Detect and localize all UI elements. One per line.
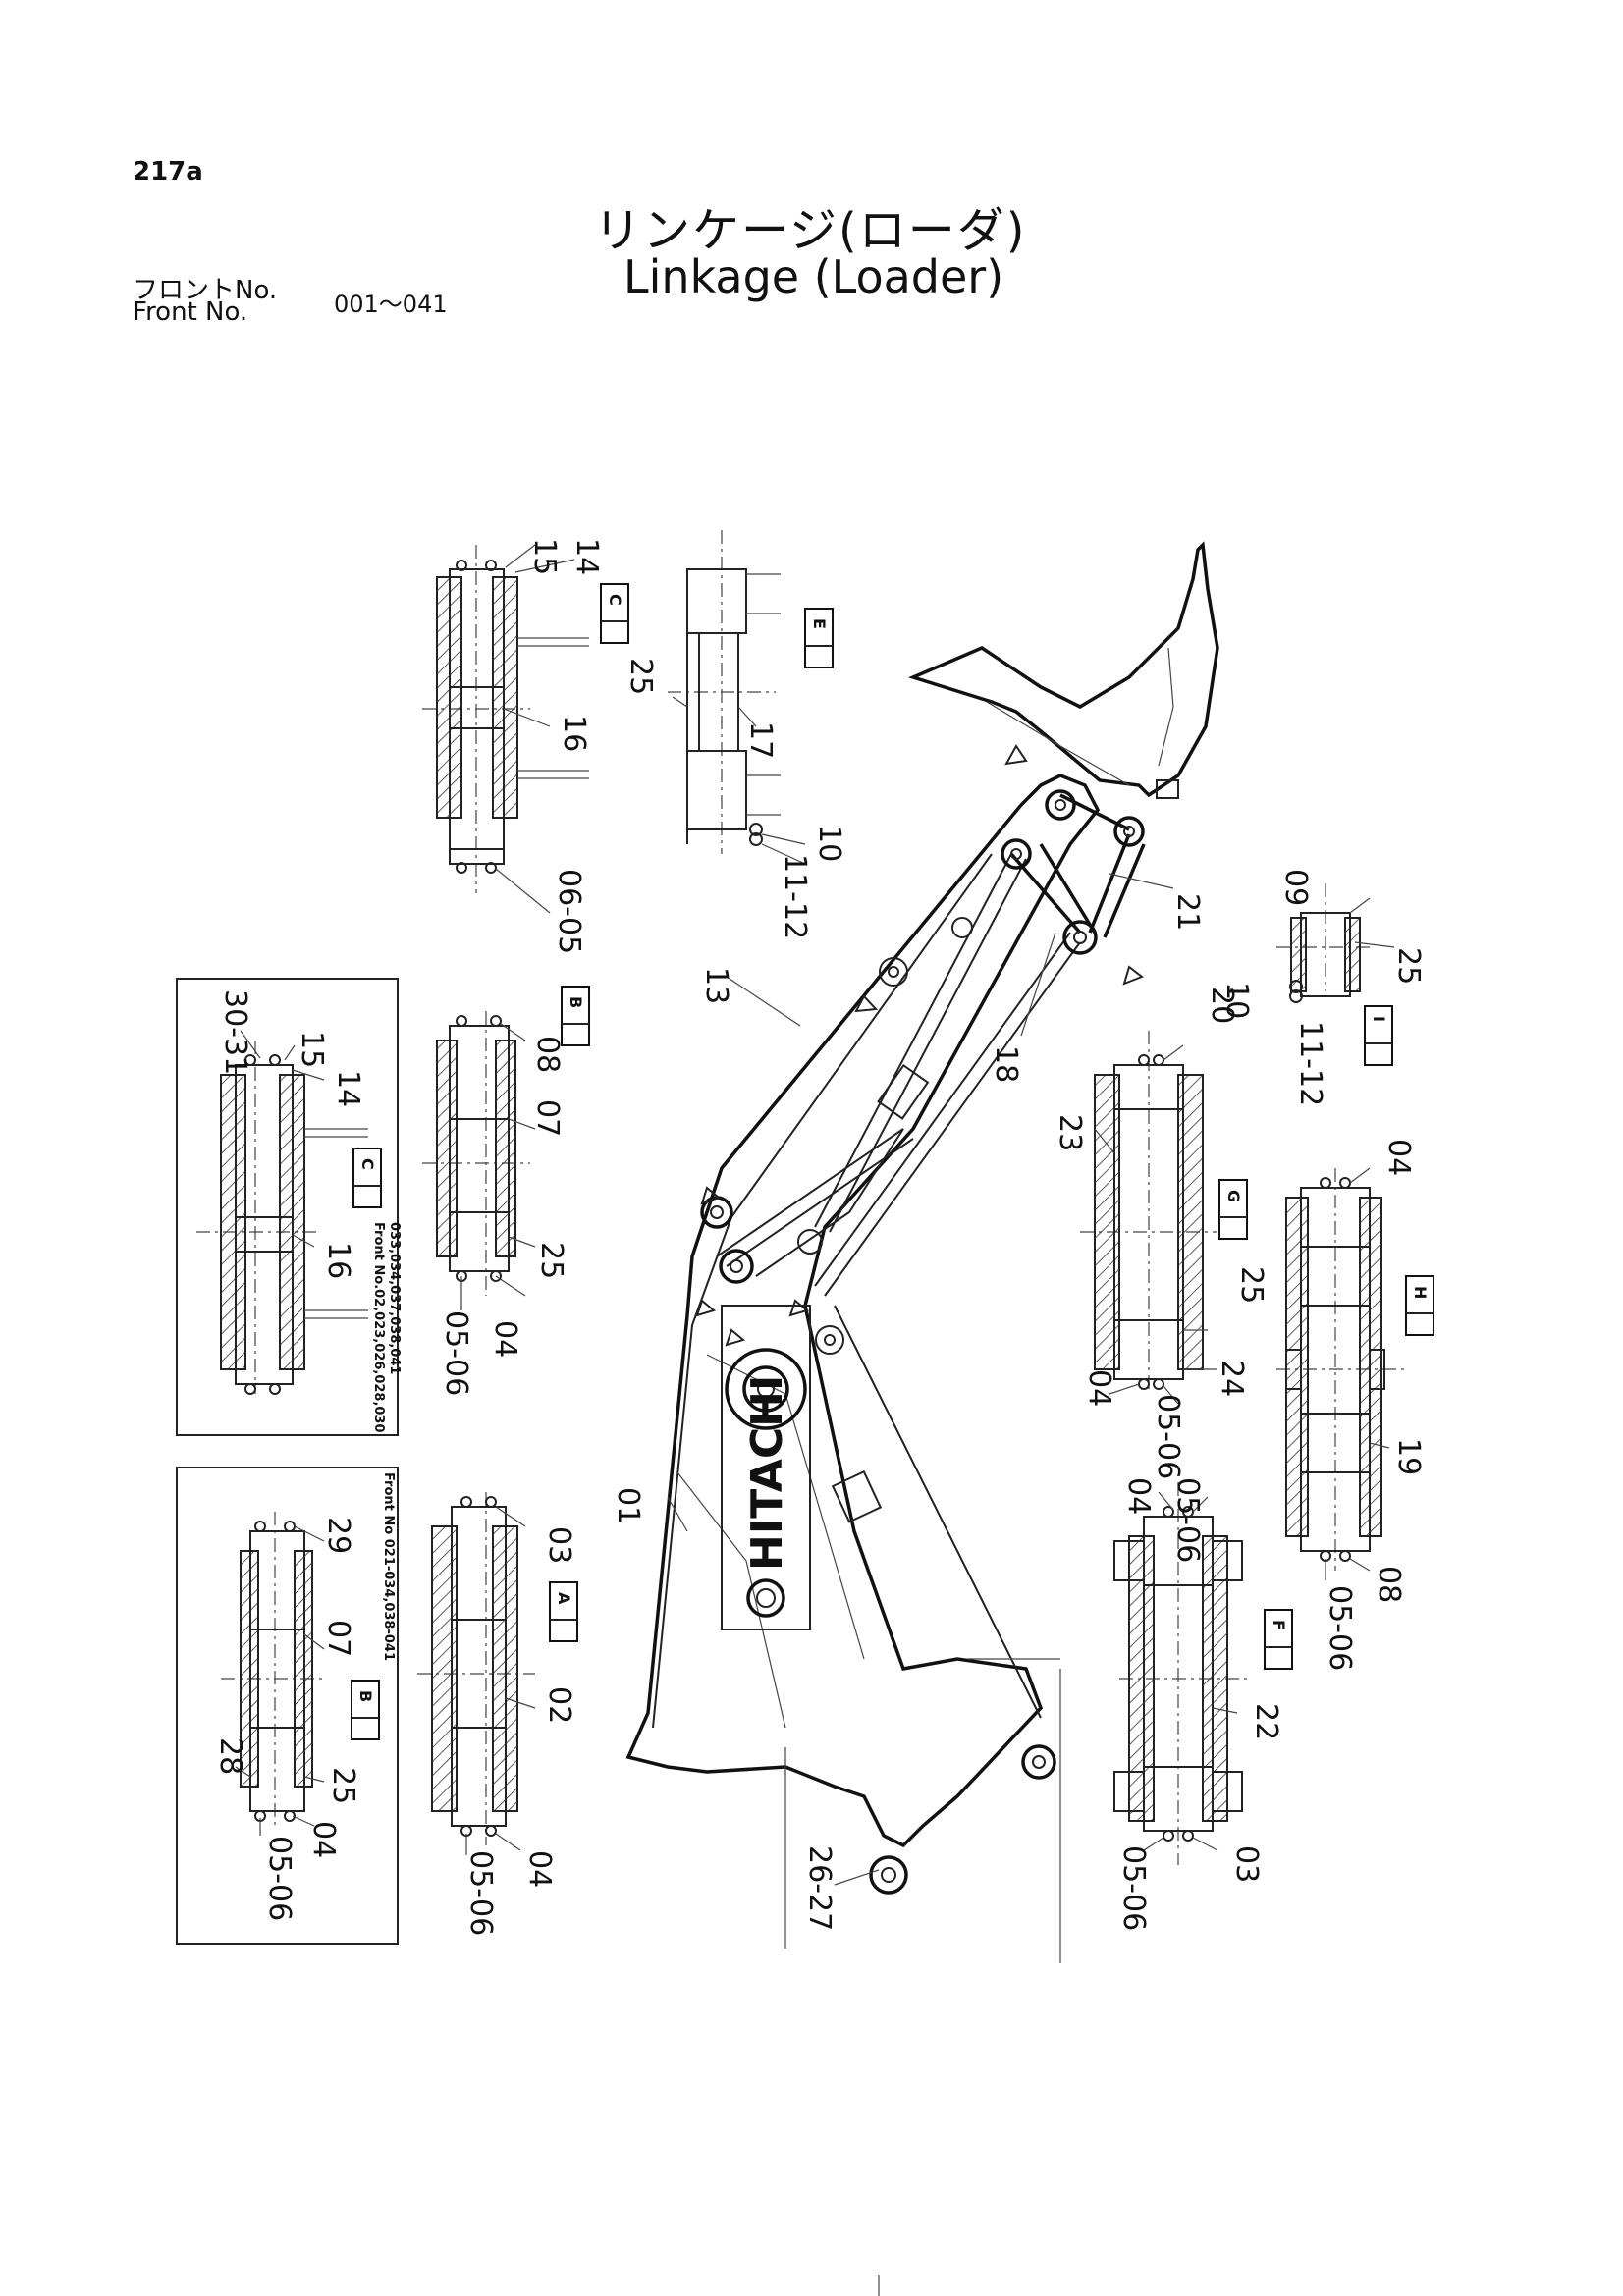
callout-ba-25: 25: [326, 1767, 360, 1804]
callout-17: 17: [743, 721, 778, 759]
callout-14: 14: [569, 538, 604, 575]
boom-brand-text: HITACHI: [742, 1375, 792, 1571]
callout-ca-14: 14: [331, 1070, 365, 1107]
section-e-tag: E: [810, 618, 829, 629]
callout-b-08: 08: [530, 1036, 565, 1073]
callout-e-11-12: 11-12: [778, 854, 812, 939]
callout-g-23: 23: [1053, 1114, 1087, 1151]
callout-i-11-12: 11-12: [1293, 1021, 1327, 1106]
callout-e-25: 25: [623, 658, 658, 695]
section-i-pin-detail: 09 25 10 11-12 I: [1219, 869, 1426, 1106]
callout-f-03: 03: [1229, 1845, 1264, 1883]
callout-ba-05-06: 05-06: [262, 1836, 297, 1921]
callout-15: 15: [527, 538, 562, 575]
callout-h-08: 08: [1372, 1566, 1406, 1603]
section-b-tag: B: [567, 996, 585, 1008]
callout-16: 16: [557, 715, 591, 752]
callout-21: 21: [1170, 893, 1205, 931]
callout-ca-15: 15: [295, 1031, 329, 1068]
section-f-pin-detail: 04 05-06 22 03 05-06 F: [1113, 1477, 1293, 1931]
section-f-tag: F: [1270, 1620, 1288, 1630]
callout-a-02: 02: [542, 1686, 576, 1724]
callout-01: 01: [611, 1487, 645, 1524]
callout-h-19: 19: [1391, 1438, 1426, 1475]
front-number-label-english: Front No.: [133, 297, 248, 327]
callout-a-04: 04: [522, 1850, 557, 1888]
boom-pins: [700, 789, 1145, 1895]
callout-b-04: 04: [488, 1320, 522, 1358]
callout-ca-16: 16: [321, 1242, 355, 1279]
callout-ca-30-31: 30-31: [218, 989, 252, 1075]
callout-g-04: 04: [1082, 1369, 1116, 1407]
section-b-pin-detail: 08 07 25 04 05-06 B: [422, 986, 590, 1396]
section-h-tag: H: [1411, 1286, 1430, 1299]
section-g-tag: G: [1224, 1190, 1243, 1202]
section-i-tag: I: [1370, 1016, 1388, 1022]
callout-g-20: 20: [1205, 987, 1239, 1024]
callout-g-25: 25: [1234, 1266, 1269, 1304]
callout-f-05-06: 05-06: [1170, 1477, 1205, 1563]
callout-i-09: 09: [1278, 869, 1313, 906]
boom-assembly: HITACHI: [625, 541, 1219, 1963]
callout-f-22: 22: [1249, 1703, 1283, 1740]
callout-i-25: 25: [1391, 947, 1426, 985]
section-h-pin-detail: 04 19 08 05-06 H: [1276, 1139, 1434, 1671]
section-a-tag: A: [555, 1592, 573, 1605]
callout-ba-04: 04: [306, 1821, 341, 1858]
callout-b-05-06: 05-06: [439, 1310, 473, 1396]
callout-f-05-06-lower: 05-06: [1116, 1845, 1151, 1931]
callout-h-04: 04: [1381, 1139, 1416, 1176]
callout-a-05-06: 05-06: [463, 1850, 498, 1936]
callout-i-10: 10: [1219, 982, 1254, 1019]
section-c-alt-box: 30-31 15 14 16 C Front No.02,023,026,028…: [176, 978, 402, 1436]
section-b-alt-note: Front No 021-034,038-041: [381, 1472, 396, 1661]
page-title-english: Linkage (Loader): [623, 250, 1004, 303]
callout-ba-28: 28: [213, 1737, 247, 1775]
front-number-label-japanese: フロントNo.: [133, 276, 278, 305]
callout-a-03: 03: [542, 1526, 576, 1564]
hitachi-logo-panel: HITACHI: [721, 1305, 811, 1630]
section-e-pin-detail: 25 17 10 11-12 E: [623, 530, 846, 939]
section-c-alt-tag: C: [358, 1158, 377, 1170]
section-b-alt-tag: B: [356, 1690, 375, 1702]
callout-18: 18: [989, 1045, 1023, 1083]
callout-06-05: 06-05: [552, 869, 586, 954]
front-number-range: 001～041: [334, 291, 448, 318]
callout-ba-29: 29: [321, 1517, 355, 1554]
callout-g-24: 24: [1215, 1360, 1249, 1397]
callout-b-07: 07: [530, 1099, 565, 1137]
page-number: 217a: [133, 157, 203, 187]
callout-f-04: 04: [1121, 1477, 1156, 1515]
page-title-japanese: リンケージ(ローダ): [594, 203, 1027, 258]
callout-13: 13: [699, 967, 733, 1004]
section-a-pin-detail: 03 02 04 05-06 A: [417, 1492, 578, 1936]
callout-b-25: 25: [534, 1242, 568, 1279]
section-c-tag: C: [606, 594, 624, 606]
callout-26-27: 26-27: [802, 1845, 837, 1931]
section-c-pin-detail: 15 14 16 06-05 C: [422, 538, 629, 954]
section-c-alt-note-2: 033,034,037,038,041: [387, 1222, 402, 1374]
callout-h-05-06: 05-06: [1323, 1585, 1357, 1671]
callout-ba-07: 07: [321, 1620, 355, 1657]
callout-g-05-06: 05-06: [1151, 1394, 1185, 1479]
callout-e-10: 10: [812, 825, 846, 862]
section-g-pin-detail: 20 23 25 24 04 05-06 G: [1053, 987, 1269, 1479]
section-b-alt-box: 29 07 28 25 04 05-06 B Front No 021-034,…: [176, 1467, 399, 1945]
section-c-alt-note-1: Front No.02,023,026,028,030: [371, 1222, 386, 1433]
